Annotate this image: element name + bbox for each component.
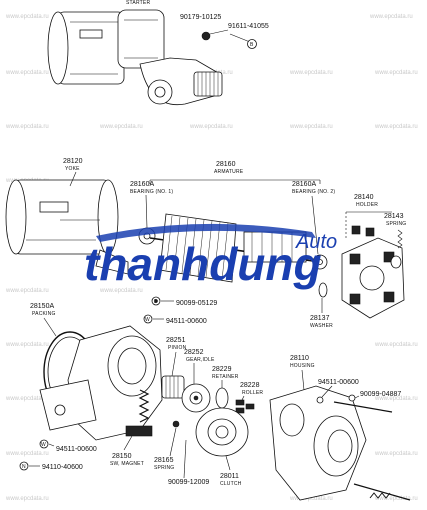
watermark: www.epcdata.ru [5, 288, 49, 294]
washer-name: WASHER [310, 323, 333, 329]
top-assembly-label: STARTER [126, 0, 150, 6]
yoke-name: YOKE [65, 166, 80, 172]
bearing-1-name: BEARING (NO. 1) [130, 189, 173, 195]
f1-marker: B [154, 299, 158, 305]
roller-illustration [235, 399, 255, 414]
yoke-number: 28120 [63, 158, 83, 165]
armature-number: 28160 [216, 161, 236, 168]
idle-gear-illustration [181, 383, 211, 413]
watermark: www.epcdata.ru [99, 288, 143, 294]
watermark: www.epcdata.ru [5, 496, 49, 502]
watermark: www.epcdata.ru [374, 451, 418, 457]
spring-bottom-name: SPRING [154, 465, 174, 471]
holder-number: 28140 [354, 194, 374, 201]
fastener-90099-04887: 90099-04887 [360, 391, 401, 398]
packing-name: PACKING [32, 311, 56, 317]
watermark: www.epcdata.ru [374, 342, 418, 348]
bearing-2-name: BEARING (NO. 2) [292, 189, 335, 195]
top-marker-b: B [250, 42, 254, 48]
housing-name: HOUSING [290, 363, 315, 369]
f2-marker: W [145, 317, 150, 323]
watermark: www.epcdata.ru [374, 124, 418, 130]
watermark: www.epcdata.ru [374, 396, 418, 402]
bearing-2-number: 28160A [292, 181, 316, 188]
watermark: www.epcdata.ru [189, 124, 233, 130]
spring-top-illustration [390, 229, 403, 269]
fastener-90099-05129: 90099-05129 [176, 300, 217, 307]
clutch-number: 28011 [220, 473, 239, 480]
housing-number: 28110 [290, 355, 309, 362]
pinion-number: 28251 [166, 337, 186, 344]
retainer-name: RETAINER [212, 374, 239, 380]
watermark: www.epcdata.ru [5, 14, 49, 20]
packing-number: 28150A [30, 303, 54, 310]
top-part-number-1: 90179-10125 [180, 14, 221, 21]
sw-magnet-illustration [39, 325, 163, 441]
watermark: www.epcdata.ru [5, 396, 49, 402]
holder-name: HOLDER [356, 202, 378, 208]
fastener-94110-40600: 94110-40600 [42, 464, 83, 471]
armature-name: ARMATURE [214, 169, 244, 175]
watermark: www.epcdata.ru [5, 70, 49, 76]
retainer-illustration [215, 387, 229, 409]
roller-name: ROLLER [242, 390, 263, 396]
fastener-94511-00600-b: 94511-00600 [318, 379, 359, 386]
brand-swoosh [96, 223, 316, 242]
housing-illustration [269, 385, 411, 501]
spring-top-number: 28143 [384, 213, 404, 220]
washer-number: 28137 [310, 315, 330, 322]
fastener-94511-00600-a: 94511-00600 [166, 318, 207, 325]
clutch-name: CLUTCH [220, 481, 242, 487]
watermark: www.epcdata.ru [369, 14, 413, 20]
watermark: www.epcdata.ru [374, 496, 418, 502]
yoke-illustration [5, 179, 129, 275]
f5-marker: W [41, 442, 46, 448]
watermark: www.epcdata.ru [289, 70, 333, 76]
watermark: www.epcdata.ru [5, 342, 49, 348]
retainer-number: 28229 [212, 366, 232, 373]
top-part-number-2: 91611-41055 [228, 23, 269, 30]
sw-magnet-name: SW, MAGNET [110, 461, 144, 467]
f6-marker: N [22, 464, 26, 470]
watermark: www.epcdata.ru [289, 496, 333, 502]
brush-holder-illustration [341, 211, 405, 319]
sw-magnet-number: 28150 [112, 453, 132, 460]
roller-number: 28228 [240, 382, 260, 389]
washer-illustration [318, 282, 328, 298]
spring-top-name: SPRING [386, 221, 406, 227]
bearing-2-illustration [312, 254, 328, 270]
fastener-94511-00600-c: 94511-00600 [56, 446, 97, 453]
watermark: www.epcdata.ru [5, 451, 49, 457]
gear-idle-number: 28252 [184, 349, 204, 356]
bearing-1-number: 28160A [130, 181, 154, 188]
watermark: www.epcdata.ru [374, 70, 418, 76]
spring-bottom-number: 28165 [154, 457, 174, 464]
watermark: www.epcdata.ru [99, 124, 143, 130]
watermark: www.epcdata.ru [5, 124, 49, 130]
brand-logo-tag: Auto [295, 231, 337, 253]
pinion-illustration [161, 375, 185, 399]
watermark: www.epcdata.ru [289, 124, 333, 130]
brand-overlay: thanhdung Auto [84, 223, 337, 290]
fastener-90099-12009: 90099-12009 [168, 479, 209, 486]
spring-bottom-illustration [172, 420, 180, 428]
starter-assembly-illustration [47, 9, 257, 106]
brand-logo-text: thanhdung [84, 238, 322, 290]
gear-idle-name: GEAR,IDLE [186, 357, 215, 363]
pinion-name: PINION [168, 345, 187, 351]
clutch-illustration [195, 407, 249, 457]
